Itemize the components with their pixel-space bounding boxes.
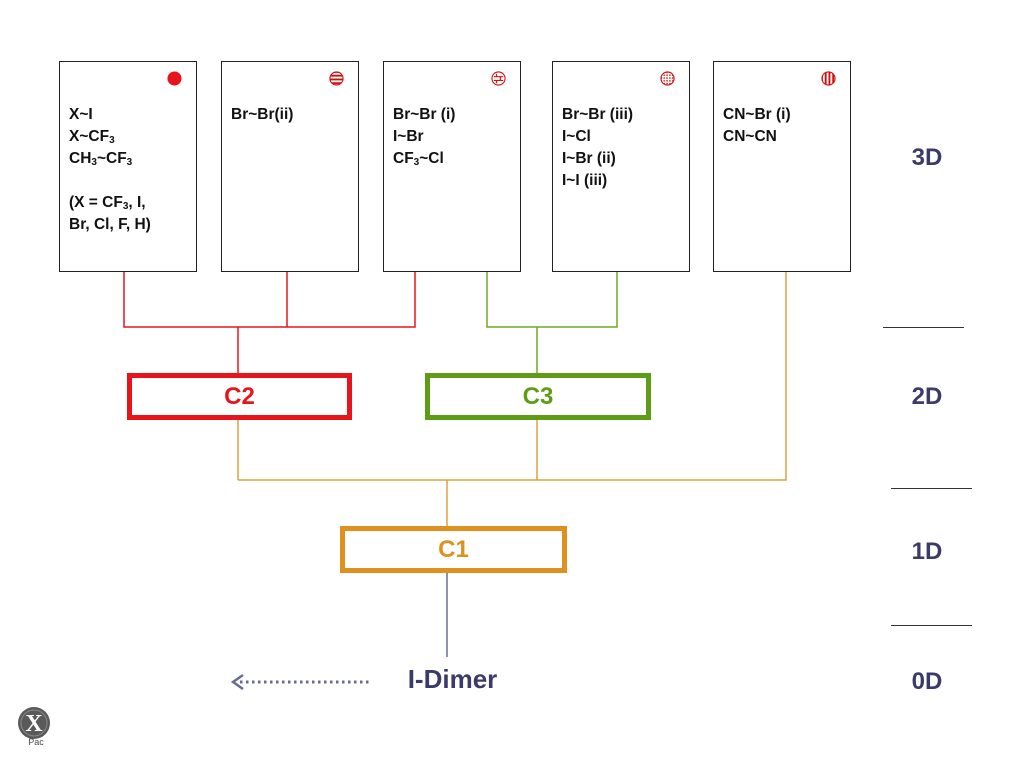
text-segment: Br~Br(ii) bbox=[231, 106, 294, 123]
subscript: 3 bbox=[91, 157, 97, 168]
subscript: 3 bbox=[413, 157, 420, 168]
text-segment: I~Br (ii) bbox=[562, 150, 616, 167]
dimension-1d-label: 1D bbox=[911, 538, 943, 565]
box-text-line: CF3~Cl bbox=[393, 148, 455, 170]
c3-box: C3 bbox=[425, 373, 651, 420]
text-segment: I~Br bbox=[393, 128, 424, 145]
box-text-line: Br~Br (i) bbox=[393, 104, 455, 126]
text-segment: Br~Br (iii) bbox=[562, 106, 634, 123]
orange-connector-cn bbox=[238, 271, 787, 481]
motif-box-5: CN~Br (i) CN~CN bbox=[713, 61, 851, 272]
dotted-arrow-head bbox=[230, 673, 244, 691]
box-text-line: X~I bbox=[69, 104, 151, 126]
solid-red-circle-icon bbox=[167, 71, 182, 86]
box-text-line: Br, Cl, F, H) bbox=[69, 214, 151, 236]
text-segment: I~I (iii) bbox=[562, 172, 608, 189]
motif-box-2: Br~Br(ii) bbox=[221, 61, 359, 272]
box-text-line: Br~Br (iii) bbox=[562, 104, 633, 126]
subscript: 3 bbox=[109, 135, 115, 146]
box-text-line: Br~Br(ii) bbox=[231, 104, 293, 126]
text-segment: ~CF bbox=[96, 150, 127, 167]
box-text-line bbox=[69, 170, 151, 192]
subscript: 3 bbox=[122, 201, 129, 212]
logo-letter: X bbox=[25, 711, 43, 737]
dimension-separator-1 bbox=[883, 327, 964, 328]
c2-box: C2 bbox=[127, 373, 352, 420]
red-connector bbox=[123, 271, 416, 328]
box-text-line: CN~Br (i) bbox=[723, 104, 791, 126]
logo-subtext: Pac bbox=[28, 737, 44, 747]
green-connector bbox=[486, 271, 618, 328]
dimension-3d-label: 3D bbox=[911, 144, 943, 171]
box-text-line: CH3~CF3 bbox=[69, 148, 151, 170]
vertical-striped-circle-icon bbox=[821, 71, 836, 86]
dimension-separator-2 bbox=[891, 488, 972, 489]
text-segment: ~Cl bbox=[419, 150, 444, 167]
box-text-line: I~I (iii) bbox=[562, 170, 633, 192]
box-text-line: X~CF3 bbox=[69, 126, 151, 148]
c1-box: C1 bbox=[340, 526, 567, 573]
text-segment: CH bbox=[69, 150, 92, 167]
box-text-line: CN~CN bbox=[723, 126, 791, 148]
brick-pattern-circle-icon bbox=[491, 71, 506, 86]
text-segment: I~Cl bbox=[562, 128, 591, 145]
text-segment: CF bbox=[393, 150, 414, 167]
dotted-circle-icon bbox=[660, 71, 675, 86]
text-segment: , I, bbox=[128, 194, 146, 211]
text-segment: X~I bbox=[69, 106, 93, 123]
dimension-separator-3 bbox=[891, 625, 972, 626]
text-segment: X~CF bbox=[69, 128, 110, 145]
dimension-2d-label: 2D bbox=[911, 383, 943, 410]
box-text-line: I~Br (ii) bbox=[562, 148, 633, 170]
xpac-logo-icon: X bbox=[18, 707, 50, 739]
horizontal-striped-circle-icon bbox=[329, 71, 344, 86]
box-text-line: I~Cl bbox=[562, 126, 633, 148]
i-dimer-label: I-Dimer bbox=[407, 664, 498, 694]
text-segment: (X = CF bbox=[69, 194, 123, 211]
text-segment: CN~Br (i) bbox=[723, 106, 791, 123]
dimension-0d-label: 0D bbox=[911, 668, 943, 695]
subscript: 3 bbox=[126, 157, 133, 168]
text-segment: CN~CN bbox=[723, 128, 777, 145]
text-segment: Br~Br (i) bbox=[393, 106, 456, 123]
box-text-line: I~Br bbox=[393, 126, 455, 148]
text-segment: Br, Cl, F, H) bbox=[69, 216, 151, 233]
box-text-line: (X = CF3, I, bbox=[69, 192, 151, 214]
